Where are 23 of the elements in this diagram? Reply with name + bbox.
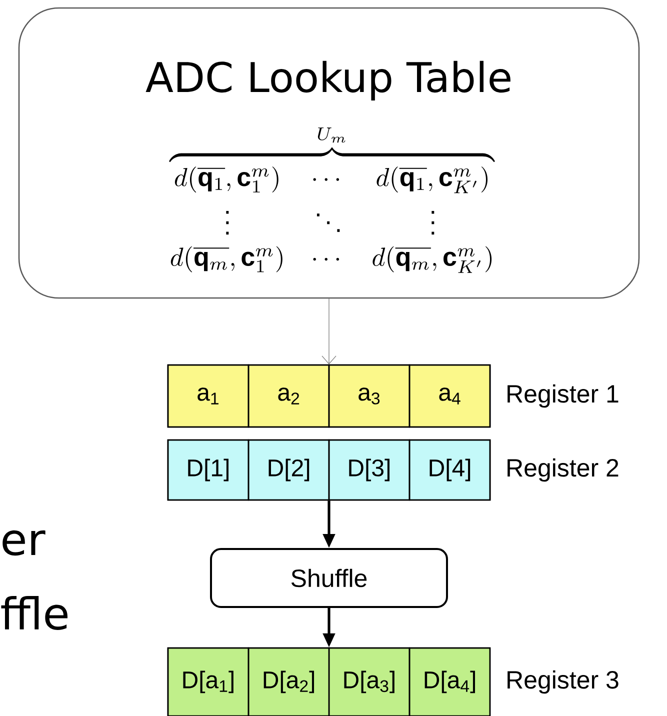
register-cell: a$_{4}$ <box>408 364 491 428</box>
arrow <box>322 298 336 364</box>
register-cell: D[2] <box>248 439 330 501</box>
register-cell: a$_{1}$ <box>167 364 250 428</box>
register-cell: a$_{2}$ <box>248 364 330 428</box>
register-bar <box>167 439 491 501</box>
register-label: Register 2 <box>508 458 618 482</box>
register-cell: D[a$_{4}$] <box>408 647 491 716</box>
process-box: Shuffle <box>210 548 448 608</box>
register-cell: D[a$_{2}$] <box>248 647 330 716</box>
register-cell: a$_{3}$ <box>328 364 410 428</box>
register-bar <box>167 364 491 428</box>
register-cell: D[4] <box>408 439 491 501</box>
register-cell: D[a$_{3}$] <box>328 647 410 716</box>
register-label: Register 1 <box>508 384 618 408</box>
lookup-table-box: ADC Lookup Table $\overbrace{\begin{matrix} d(\overline{\mathbf{q}_1},\mathbf{c}^m_1) & \cdots & d(\overline{\mathbf{q}_1},\mathbf{c}^m_{K'}) \\ \vdots & \ddots & \vdots \\ d(\overline{\mathbf{q}_m},\mathbf{c}^m_1) & \cdots & d(\overline{\mathbf{q}_m},\mathbf{c}^m_{K'}) \end{matrix}}^{U_m}$ <box>18 7 640 299</box>
register-cell: D[3] <box>328 439 410 501</box>
register-bar <box>167 647 491 716</box>
register-label: Register 3 <box>508 670 618 694</box>
side-text: ffle <box>1 596 68 630</box>
side-text: er <box>2 530 46 556</box>
register-cell: D[1] <box>167 439 250 501</box>
register-cell: D[a$_{1}$] <box>167 647 250 716</box>
